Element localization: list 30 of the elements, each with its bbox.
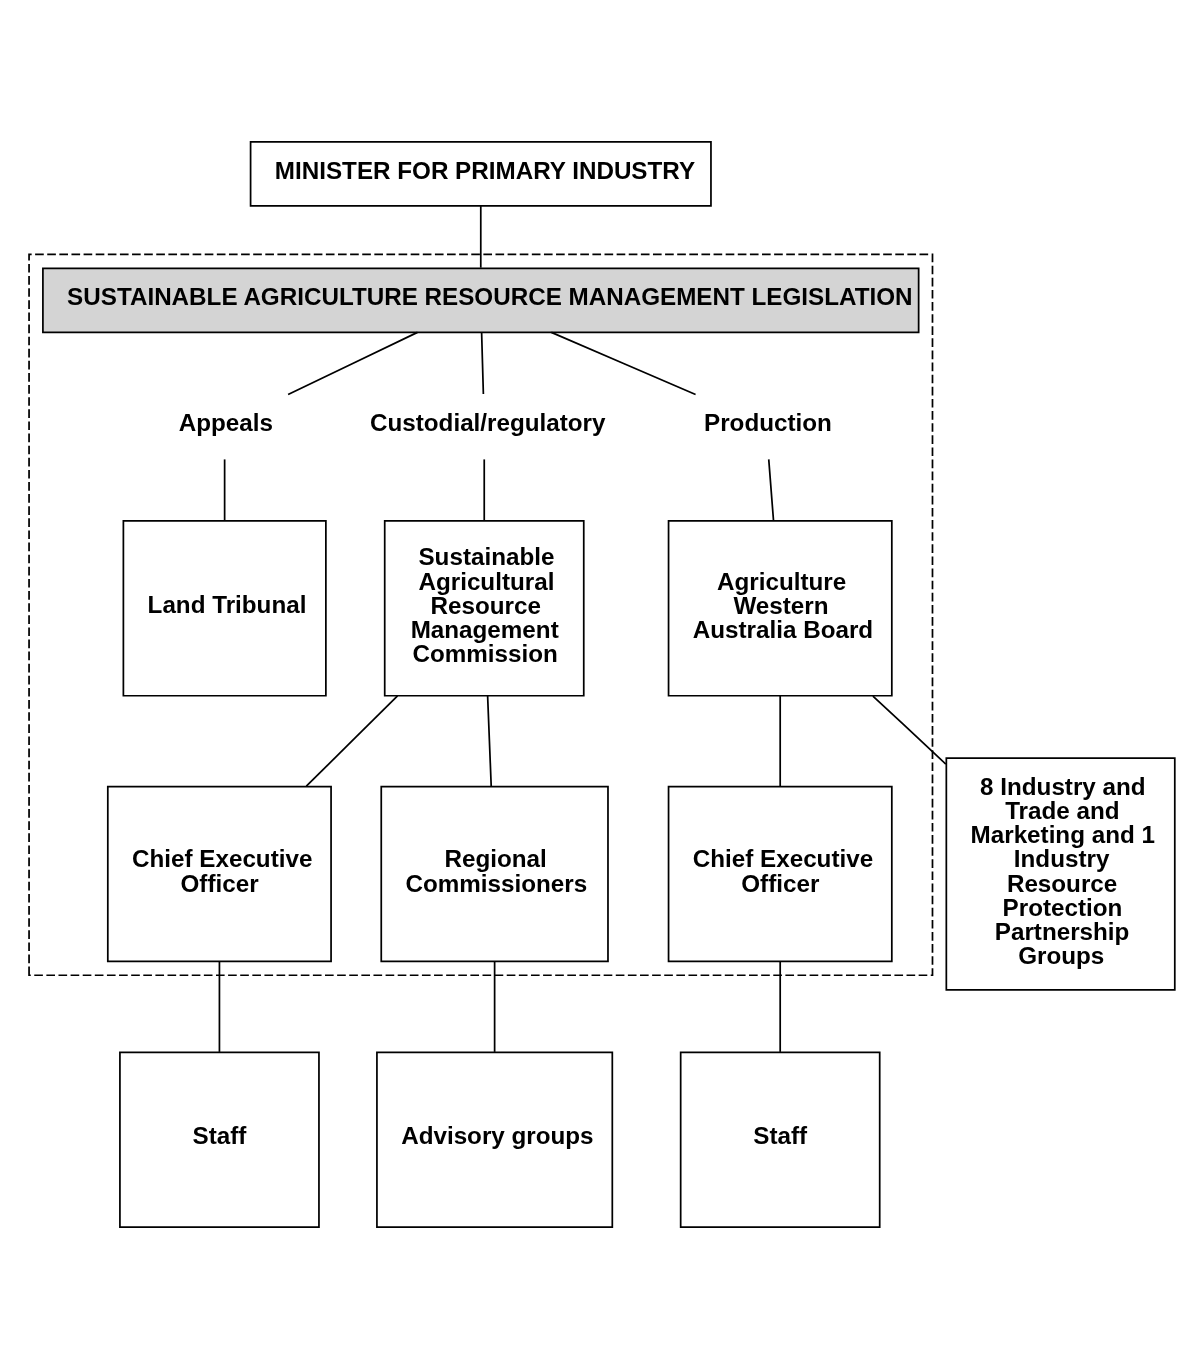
node-box: SUSTAINABLE AGRICULTURE RESOURCE MANAGEMENT LEGISLATION [42,267,920,334]
node-text: Appeals [178,409,273,437]
connector [483,458,486,522]
connector [779,960,782,1053]
connector [767,458,775,522]
node-box: Regional Commissioners [380,785,609,963]
connector [479,205,482,269]
connector [223,458,226,522]
connector [305,695,399,788]
connector [480,331,485,395]
node-box: Staff [119,1051,320,1228]
connector [779,695,782,788]
connector [493,960,496,1053]
connector [287,331,419,396]
connector [486,695,493,788]
node-box: Chief Executive Officer [106,785,332,963]
connector [550,331,697,396]
node-box: Chief Executive Officer [667,785,893,963]
connector [218,960,221,1053]
node-text: Custodial/regulatory [370,409,606,437]
node-box: Agriculture Western Australia Board [667,520,893,697]
node-box: 8 Industry and Trade and Marketing and 1 Industry Resource Protection Partnership Groups [945,757,1176,991]
node-box: Sustainable Agricultural Resource Management Commission [383,520,585,697]
cluster [28,253,934,977]
node-box: Staff [679,1051,881,1228]
node-box: MINISTER FOR PRIMARY INDUSTRY [249,141,712,207]
node-box: Advisory groups [376,1051,614,1228]
node-box: Land Tribunal [122,520,327,697]
node-text: Production [704,409,832,437]
connector [872,695,947,765]
